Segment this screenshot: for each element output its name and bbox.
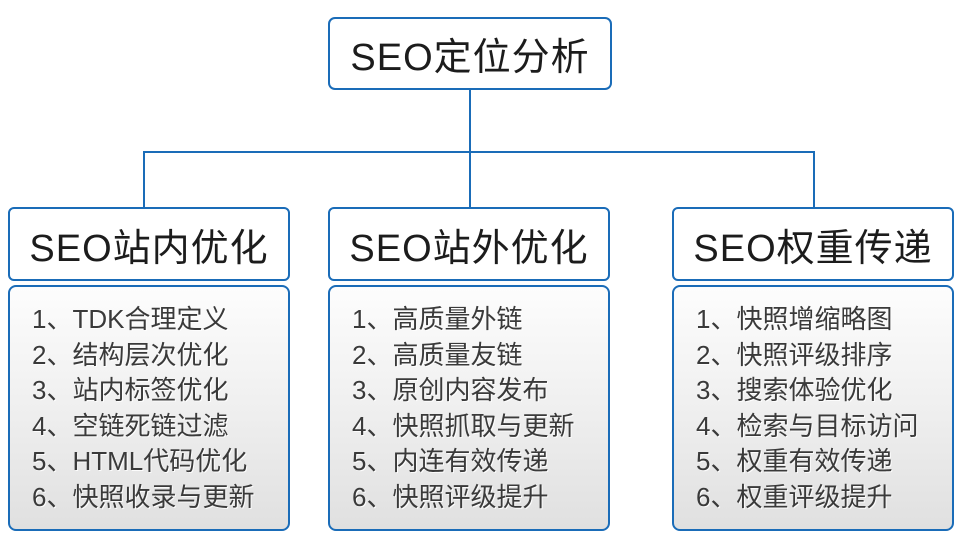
column-offsite-title: SEO站外优化 — [349, 227, 589, 270]
list-item: 6、快照评级提升 — [352, 481, 549, 512]
list-item: 1、快照增缩略图 — [696, 304, 893, 334]
list-item: 4、空链死链过滤 — [32, 410, 229, 441]
connector-root-vertical — [469, 90, 471, 151]
list-item: 2、结构层次优化 — [32, 339, 229, 370]
column-weight-header: SEO权重传递 — [672, 207, 954, 281]
list-item: 5、HTML代码优化 — [32, 446, 248, 476]
list-item: 4、快照抓取与更新 — [352, 410, 575, 441]
column-onsite-list: 1、TDK合理定义 2、结构层次优化 3、站内标签优化 4、空链死链过滤 5、H… — [8, 285, 290, 531]
connector-middle-vertical — [469, 151, 471, 207]
connector-left-vertical — [143, 151, 145, 207]
list-item: 2、快照评级排序 — [696, 339, 893, 370]
column-onsite-title: SEO站内优化 — [29, 227, 269, 270]
column-weight-title: SEO权重传递 — [693, 227, 933, 270]
list-item: 5、权重有效传递 — [696, 446, 893, 476]
list-item: 6、权重评级提升 — [696, 481, 893, 512]
list-item: 6、快照收录与更新 — [32, 481, 255, 512]
connector-horizontal — [143, 151, 815, 153]
column-offsite-header: SEO站外优化 — [328, 207, 610, 281]
column-weight-list: 1、快照增缩略图 2、快照评级排序 3、搜索体验优化 4、检索与目标访问 5、权… — [672, 285, 954, 531]
list-item: 3、站内标签优化 — [32, 375, 229, 405]
column-weight: SEO权重传递 1、快照增缩略图 2、快照评级排序 3、搜索体验优化 4、检索与… — [672, 207, 954, 531]
column-onsite-header: SEO站内优化 — [8, 207, 290, 281]
column-onsite: SEO站内优化 1、TDK合理定义 2、结构层次优化 3、站内标签优化 4、空链… — [8, 207, 290, 531]
list-item: 1、高质量外链 — [352, 304, 523, 334]
column-offsite-list: 1、高质量外链 2、高质量友链 3、原创内容发布 4、快照抓取与更新 5、内连有… — [328, 285, 610, 531]
connector-right-vertical — [813, 151, 815, 207]
root-title: SEO定位分析 — [350, 37, 590, 79]
root-node: SEO定位分析 — [328, 17, 612, 90]
list-item: 4、检索与目标访问 — [696, 410, 919, 441]
list-item: 2、高质量友链 — [352, 339, 523, 370]
list-item: 1、TDK合理定义 — [32, 304, 229, 334]
column-offsite: SEO站外优化 1、高质量外链 2、高质量友链 3、原创内容发布 4、快照抓取与… — [328, 207, 610, 531]
list-item: 3、搜索体验优化 — [696, 375, 893, 405]
list-item: 3、原创内容发布 — [352, 375, 549, 405]
list-item: 5、内连有效传递 — [352, 446, 549, 476]
